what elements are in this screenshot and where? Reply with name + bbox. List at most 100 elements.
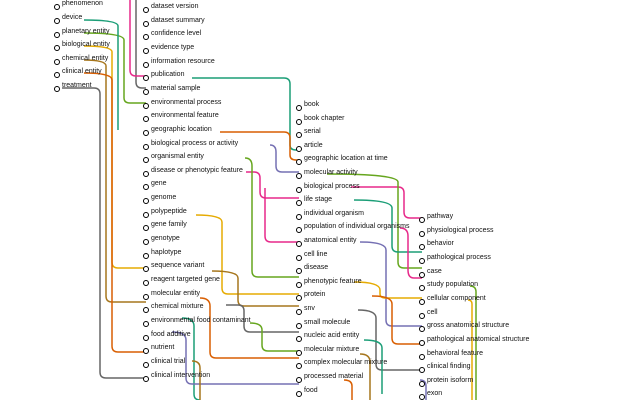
node-label: food	[304, 386, 318, 394]
node-dot-icon	[419, 230, 425, 237]
hierarchy-edge	[191, 360, 201, 400]
node-dot-icon	[419, 326, 425, 333]
node-dot-icon	[296, 281, 302, 288]
node-dot-icon	[143, 157, 149, 164]
node-dot-icon	[143, 129, 149, 136]
node-dot-icon	[296, 363, 302, 370]
node-label: biological process or activity	[151, 139, 239, 147]
node-dot-icon	[143, 361, 149, 368]
node-dot-icon	[419, 339, 425, 346]
node-label: haplotype	[151, 248, 182, 256]
hierarchy-edge	[181, 317, 201, 400]
node-dot-icon	[143, 375, 149, 382]
node-dot-icon	[143, 280, 149, 286]
node-label: organismal entity	[151, 153, 204, 161]
node-label: gross anatomical structure	[427, 322, 510, 330]
hierarchy-edge	[220, 131, 299, 161]
node-label: genome	[151, 194, 177, 202]
node-dot-icon	[296, 186, 302, 193]
hierarchy-edge	[246, 171, 299, 199]
node-dot-icon	[419, 298, 425, 305]
hierarchy-edge	[244, 157, 299, 278]
node-label: study population	[427, 281, 478, 289]
node-dot-icon	[54, 45, 60, 51]
node-dot-icon	[296, 390, 302, 397]
node-label: dataset summary	[151, 16, 205, 24]
node-label: environmental process	[151, 98, 222, 106]
node-label: environmental feature	[151, 112, 219, 120]
hierarchy-edge	[467, 299, 473, 400]
hierarchy-edge	[359, 241, 422, 327]
hierarchy-edge	[83, 32, 146, 104]
node-dot-icon	[143, 34, 149, 41]
node-label: polypeptide	[151, 207, 187, 215]
node-dot-icon	[143, 75, 149, 82]
node-dot-icon	[419, 217, 425, 223]
node-label: life stage	[304, 196, 333, 204]
node-label: gene family	[151, 221, 187, 229]
node-dot-icon	[54, 59, 60, 65]
node-label: environmental food contaminant	[151, 316, 251, 324]
node-label: behavioral feature	[427, 349, 484, 357]
node-dot-icon	[143, 348, 149, 355]
node-label: pathological anatomical structure	[427, 335, 530, 343]
node-dot-icon	[143, 252, 149, 259]
node-dot-icon	[54, 4, 60, 10]
node-dot-icon	[143, 47, 149, 54]
node-label: small molecule	[304, 318, 351, 326]
node-dot-icon	[419, 380, 425, 387]
node-dot-icon	[54, 32, 60, 38]
node-label: case	[427, 267, 442, 275]
node-dot-icon	[143, 239, 149, 246]
hierarchy-edge	[249, 322, 299, 352]
node-label: cellular component	[427, 294, 486, 302]
node-label: phenotypic feature	[304, 277, 362, 285]
node-label: biological process	[304, 182, 360, 190]
node-dot-icon	[419, 353, 425, 360]
node-dot-icon	[419, 257, 425, 264]
node-label: geographic location	[151, 125, 212, 133]
node-label: geographic location at time	[304, 155, 388, 163]
hierarchy-edge	[343, 379, 353, 400]
node-dot-icon	[296, 173, 302, 179]
hierarchy-edge	[351, 186, 422, 219]
node-dot-icon	[296, 295, 302, 302]
node-dot-icon	[143, 334, 149, 341]
node-label: molecular entity	[151, 289, 201, 297]
node-label: molecular mixture	[304, 345, 360, 353]
node-dot-icon	[296, 322, 302, 329]
hierarchy-edge	[399, 227, 422, 279]
node-label: article	[304, 141, 323, 149]
node-dot-icon	[143, 211, 149, 218]
node-label: clinical entity	[62, 68, 102, 75]
node-dot-icon	[143, 184, 149, 191]
node-label: protein isoform	[427, 376, 474, 384]
hierarchy-edge	[326, 173, 422, 269]
hierarchy-edge	[192, 77, 299, 151]
node-dot-icon	[143, 266, 149, 273]
node-label: information resource	[151, 57, 215, 65]
node-dot-icon	[143, 102, 149, 109]
node-dot-icon	[419, 367, 425, 374]
hierarchy-edge	[357, 309, 422, 371]
node-label: nucleic acid entity	[304, 332, 360, 340]
node-label: food additive	[151, 330, 191, 338]
node-label: publication	[151, 71, 185, 79]
node-label: phenomenon	[62, 0, 103, 7]
hierarchy-edge	[359, 353, 371, 400]
node-dot-icon	[296, 377, 302, 383]
node-dot-icon	[54, 86, 60, 92]
node-dot-icon	[296, 105, 302, 111]
node-label: planetary entity	[62, 28, 110, 35]
node-label: protein	[304, 291, 326, 299]
node-label: gene	[151, 180, 167, 188]
node-label: physiological process	[427, 226, 494, 234]
hierarchy-edge	[135, 0, 146, 89]
node-dot-icon	[296, 309, 302, 315]
node-dot-icon	[143, 307, 149, 314]
node-dot-icon	[143, 88, 149, 95]
node-dot-icon	[143, 320, 149, 327]
node-dot-icon	[296, 254, 302, 261]
